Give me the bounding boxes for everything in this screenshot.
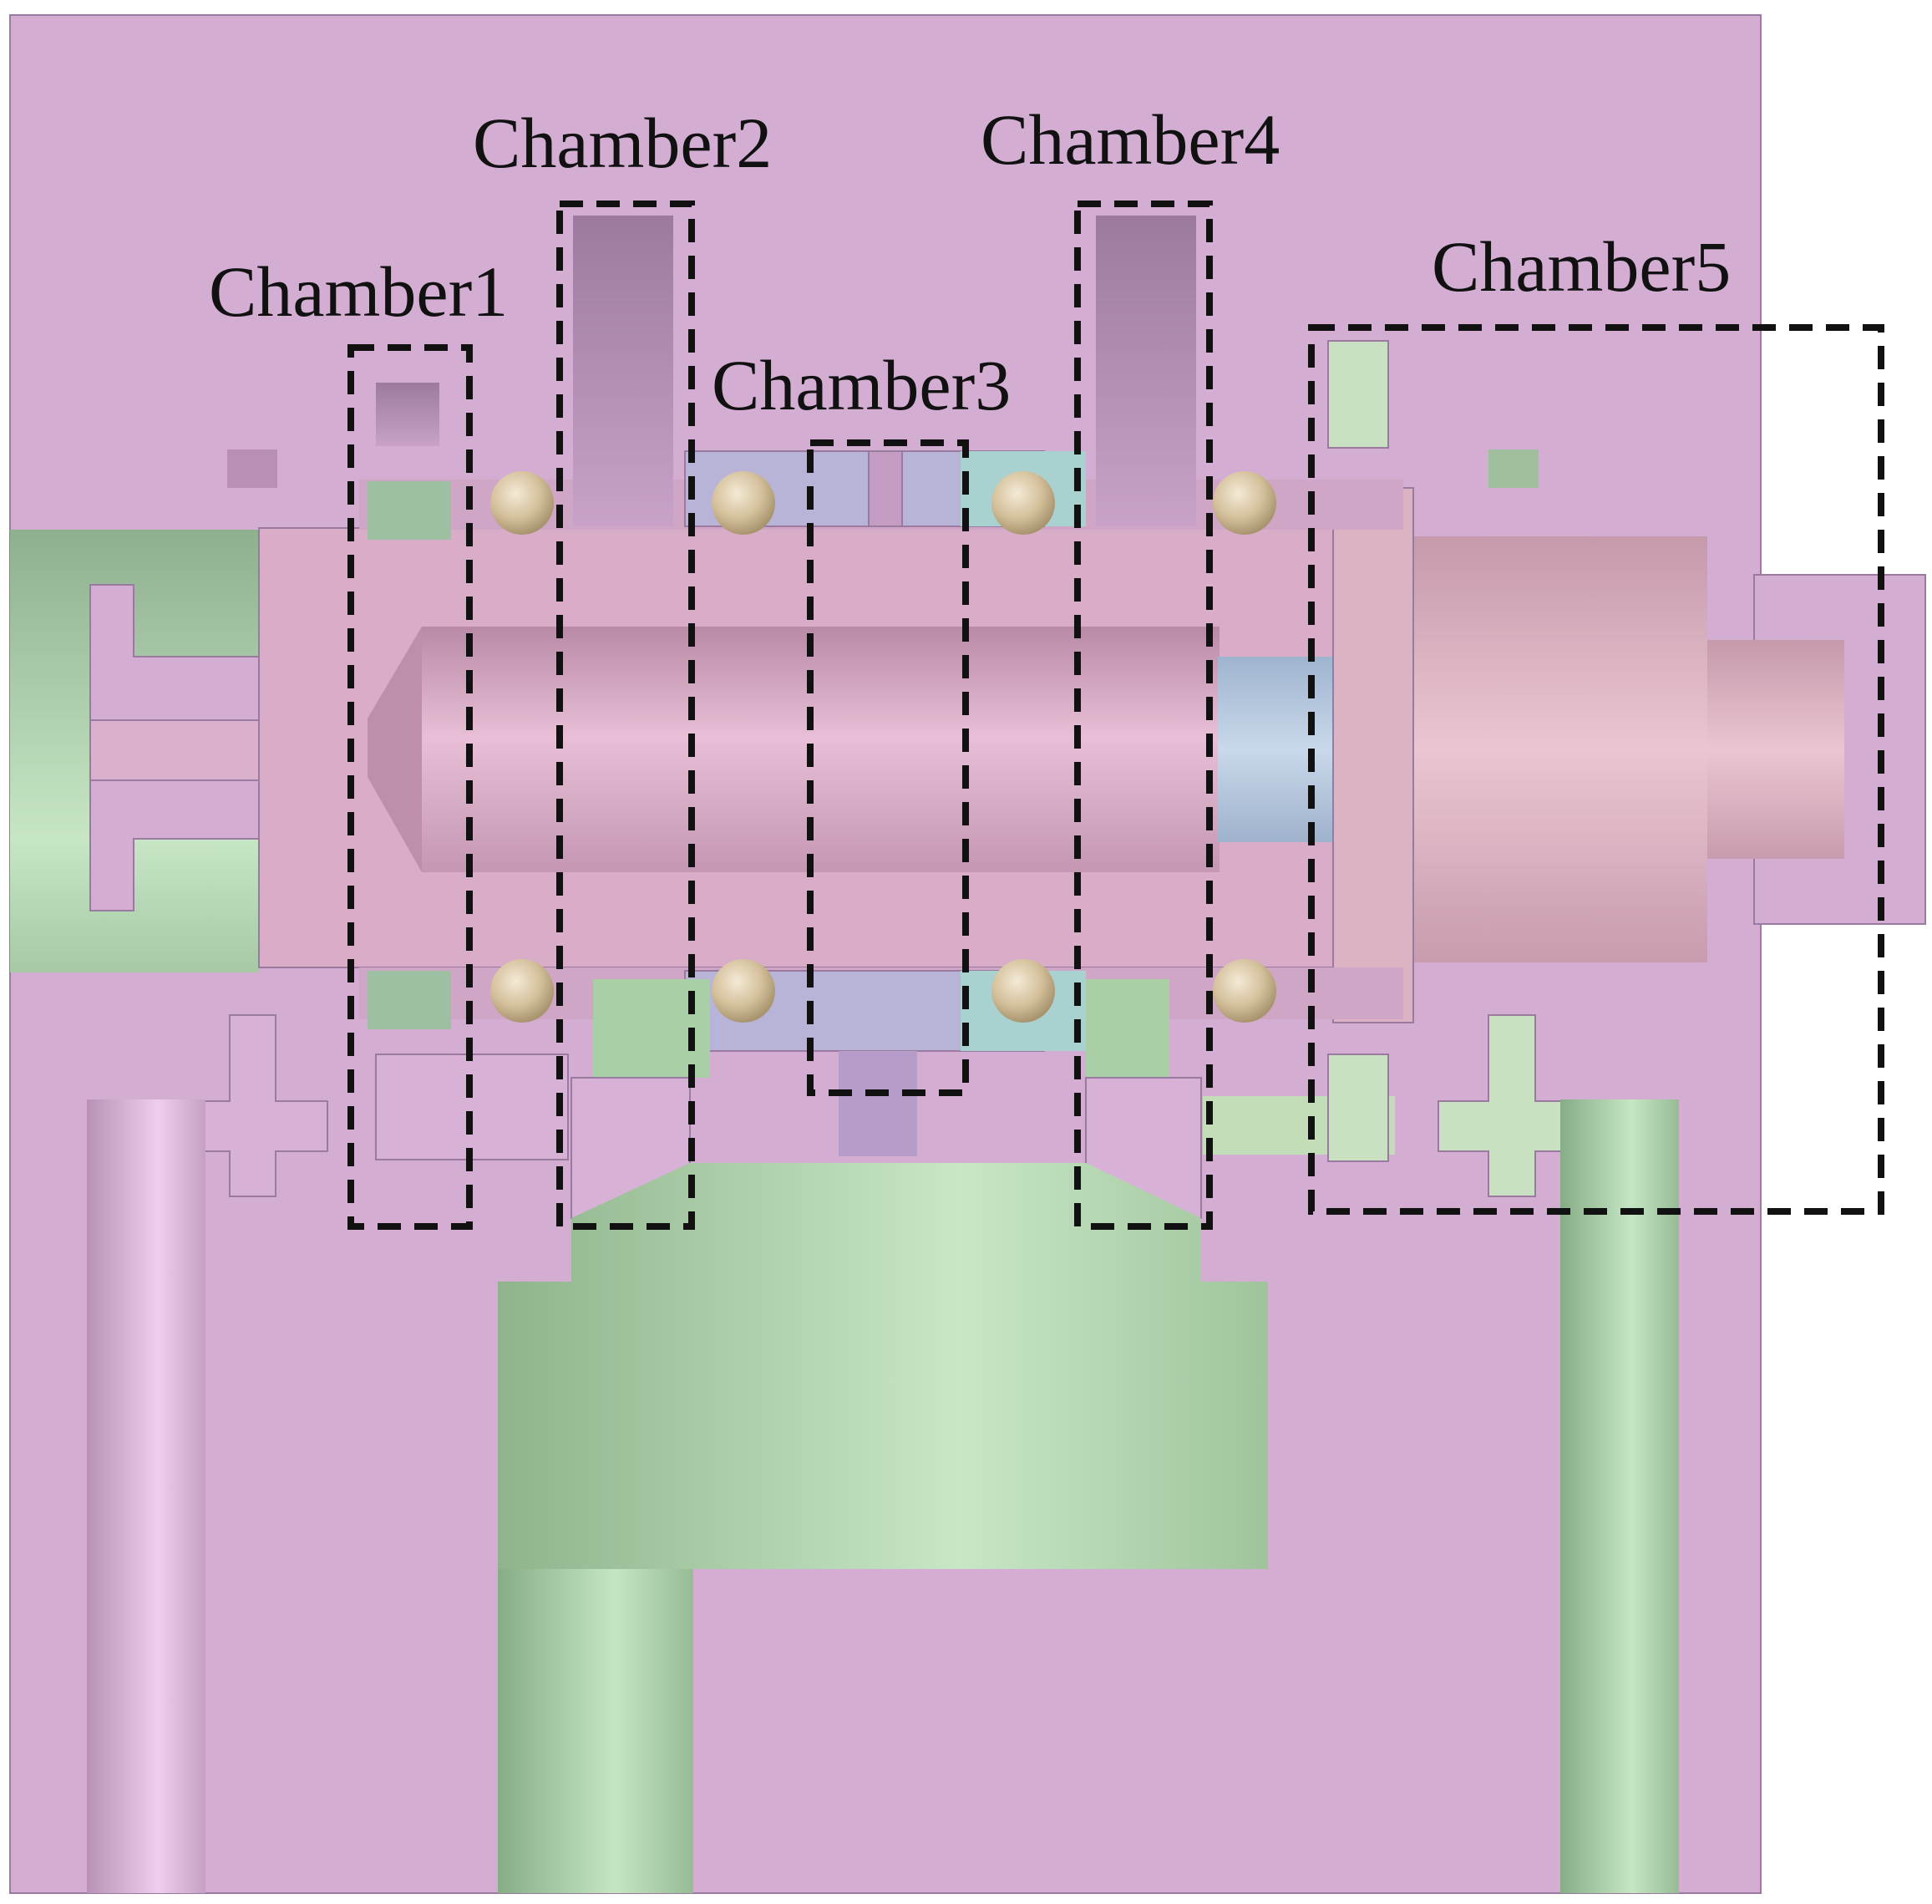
chamber1-port-top [376, 383, 439, 446]
bearing-ball [490, 959, 554, 1023]
bearing-ball [1213, 471, 1276, 535]
left-seal-ring-top [368, 481, 451, 540]
right-hub [1410, 536, 1707, 962]
chamber5-port-top [1327, 340, 1389, 449]
bearing-ball [490, 471, 554, 535]
chamber5-label: Chamber5 [1432, 226, 1731, 307]
left-port-tube [375, 1054, 569, 1160]
chamber4-label: Chamber4 [981, 99, 1280, 180]
right-rod [1560, 1099, 1679, 1893]
chamber2-label: Chamber2 [473, 103, 772, 183]
shaft-cone [368, 627, 422, 872]
chamber3-box [807, 439, 969, 1096]
cross-fitting-right [1438, 1014, 1569, 1197]
chamber4-box [1074, 201, 1213, 1230]
green-base [498, 1163, 1268, 1569]
bearing-ball [1213, 959, 1276, 1023]
shaft-blue-insert [1218, 657, 1343, 842]
bearing-ball [712, 959, 775, 1023]
chamber5-port-bottom [1327, 1054, 1389, 1162]
chamber3-stem-bottom [839, 1051, 917, 1156]
bearing-ball [712, 471, 775, 535]
chamber1-label: Chamber1 [209, 251, 508, 332]
green-base-leg [498, 1569, 693, 1893]
green-block-bottom-right [1086, 979, 1169, 1078]
chamber2-box [556, 201, 695, 1230]
seal-tooth-right-top [1096, 216, 1196, 526]
chamber5-box [1308, 324, 1884, 1215]
bearing-ball [991, 959, 1055, 1023]
chamber3-label: Chamber3 [712, 345, 1011, 425]
right-hub-nose [1707, 640, 1844, 859]
chamber3-stem-top [868, 450, 903, 527]
port-left [227, 449, 277, 488]
seal-tooth-left-top [573, 216, 673, 526]
shaft [422, 627, 1220, 872]
left-seal-ring-bottom [368, 971, 451, 1029]
left-rod [87, 1099, 205, 1893]
chamber1-box [347, 344, 473, 1230]
right-hub-flange [1332, 487, 1414, 1023]
bearing-ball [991, 471, 1055, 535]
port-right [1488, 449, 1539, 488]
